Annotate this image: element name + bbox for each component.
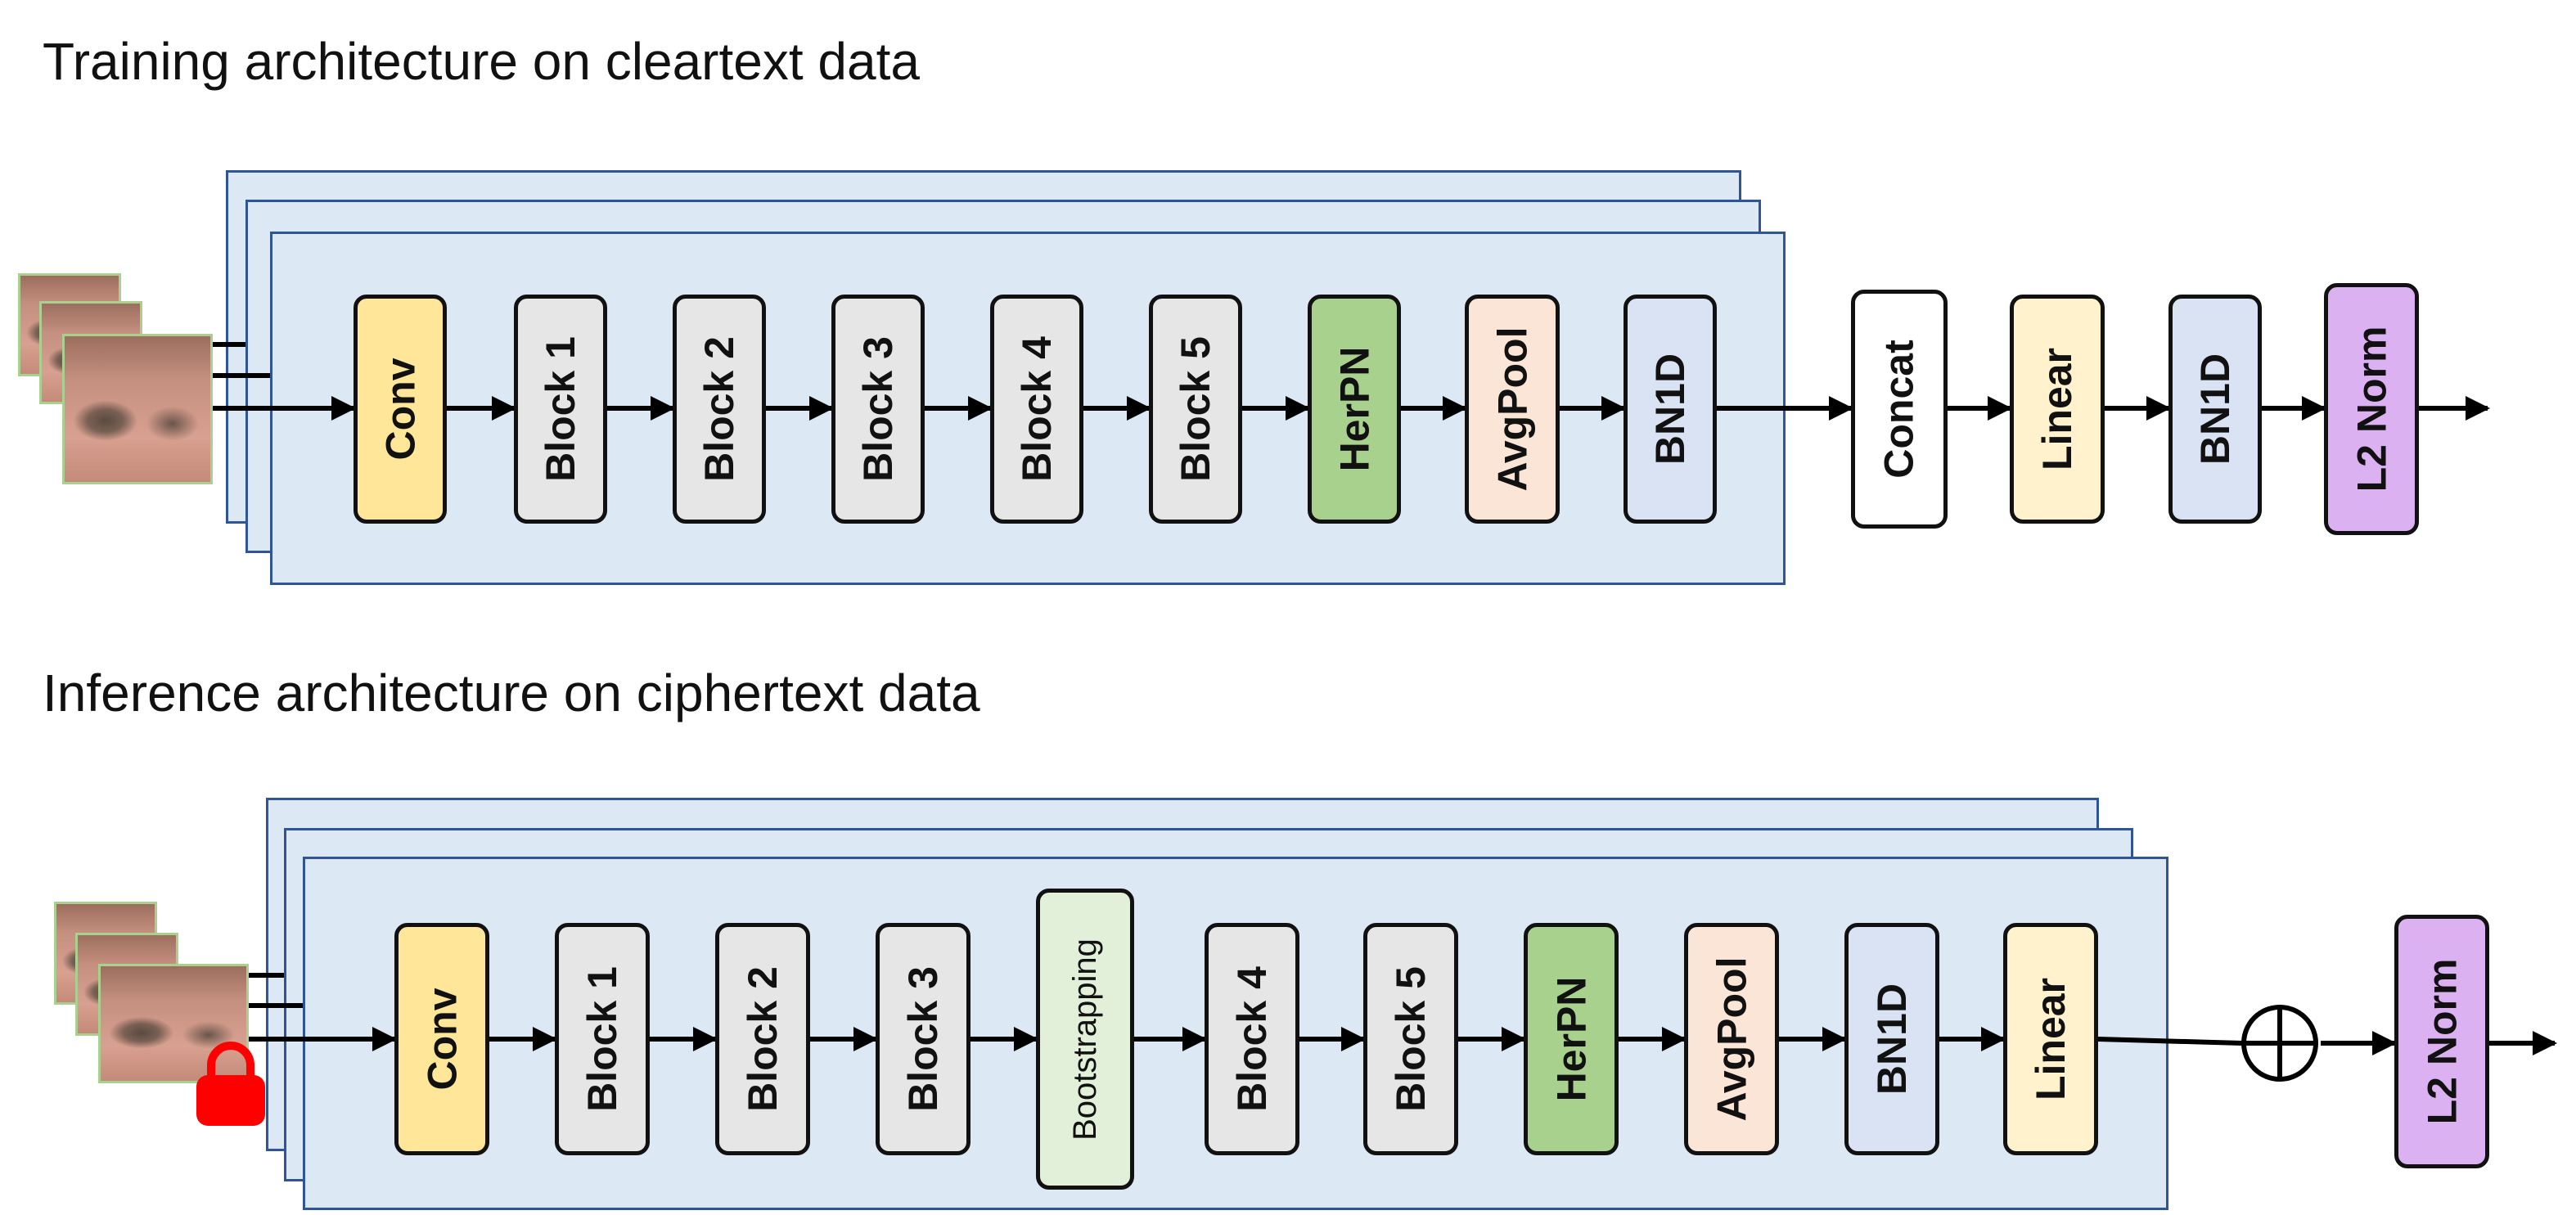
inference-herpn-block: HerPN (1524, 923, 1619, 1155)
inference-block2: Block 2 (715, 923, 810, 1155)
training-herpn-block: HerPN (1308, 295, 1401, 524)
inference-title: Inference architecture on ciphertext dat… (43, 664, 980, 722)
padlock-icon (196, 1042, 265, 1126)
training-block1: Block 1 (514, 295, 607, 524)
training-face-image-3 (62, 334, 213, 484)
training-avgpool-block: AvgPool (1465, 295, 1560, 524)
inference-bn1d-block: BN1D (1844, 923, 1939, 1155)
training-conv-block: Conv (354, 295, 447, 524)
training-concat-block: Concat (1851, 290, 1948, 529)
training-block4: Block 4 (990, 295, 1083, 524)
training-bn1d-final-block: BN1D (2168, 295, 2262, 524)
training-block3: Block 3 (831, 295, 925, 524)
training-linear-block: Linear (2010, 295, 2105, 524)
training-block2: Block 2 (673, 295, 766, 524)
training-l2norm-block: L2 Norm (2324, 283, 2419, 535)
inference-conv-block: Conv (394, 923, 489, 1155)
inference-avgpool-block: AvgPool (1684, 923, 1779, 1155)
inference-bootstrapping-block: Bootstrapping (1036, 889, 1134, 1190)
training-title: Training architecture on cleartext data (43, 32, 920, 91)
inference-block5: Block 5 (1363, 923, 1458, 1155)
inference-linear-block: Linear (2003, 923, 2098, 1155)
inference-block4: Block 4 (1205, 923, 1299, 1155)
inference-face-image-3 (98, 964, 249, 1083)
training-block5: Block 5 (1149, 295, 1242, 524)
inference-block3: Block 3 (876, 923, 971, 1155)
inference-l2norm-block: L2 Norm (2394, 915, 2489, 1168)
inference-block1: Block 1 (555, 923, 650, 1155)
training-bn1d-block: BN1D (1624, 295, 1717, 524)
circle-plus-icon (2241, 1005, 2318, 1082)
